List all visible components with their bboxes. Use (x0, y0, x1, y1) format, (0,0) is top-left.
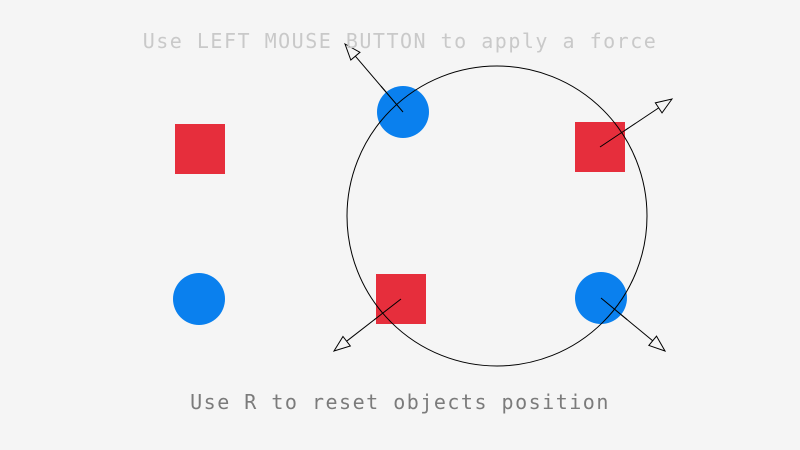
force-arrow-ball-bottom-right-overlay (600, 297, 628, 321)
ball-bottom-left[interactable] (173, 273, 225, 325)
force-arrow-box-top-right-overlay (599, 127, 629, 148)
force-arrow-ball-top-middle-overlay (380, 85, 404, 113)
force-arrow-box-bottom-middle-overlay (373, 298, 402, 321)
hint-text-reset-objects: Use R to reset objects position (190, 390, 610, 414)
force-arrow-overlay-layer (373, 85, 629, 321)
box-top-left[interactable] (175, 124, 225, 174)
rope-circle (346, 65, 648, 367)
hint-text-apply-force: Use LEFT MOUSE BUTTON to apply a force (142, 29, 658, 53)
